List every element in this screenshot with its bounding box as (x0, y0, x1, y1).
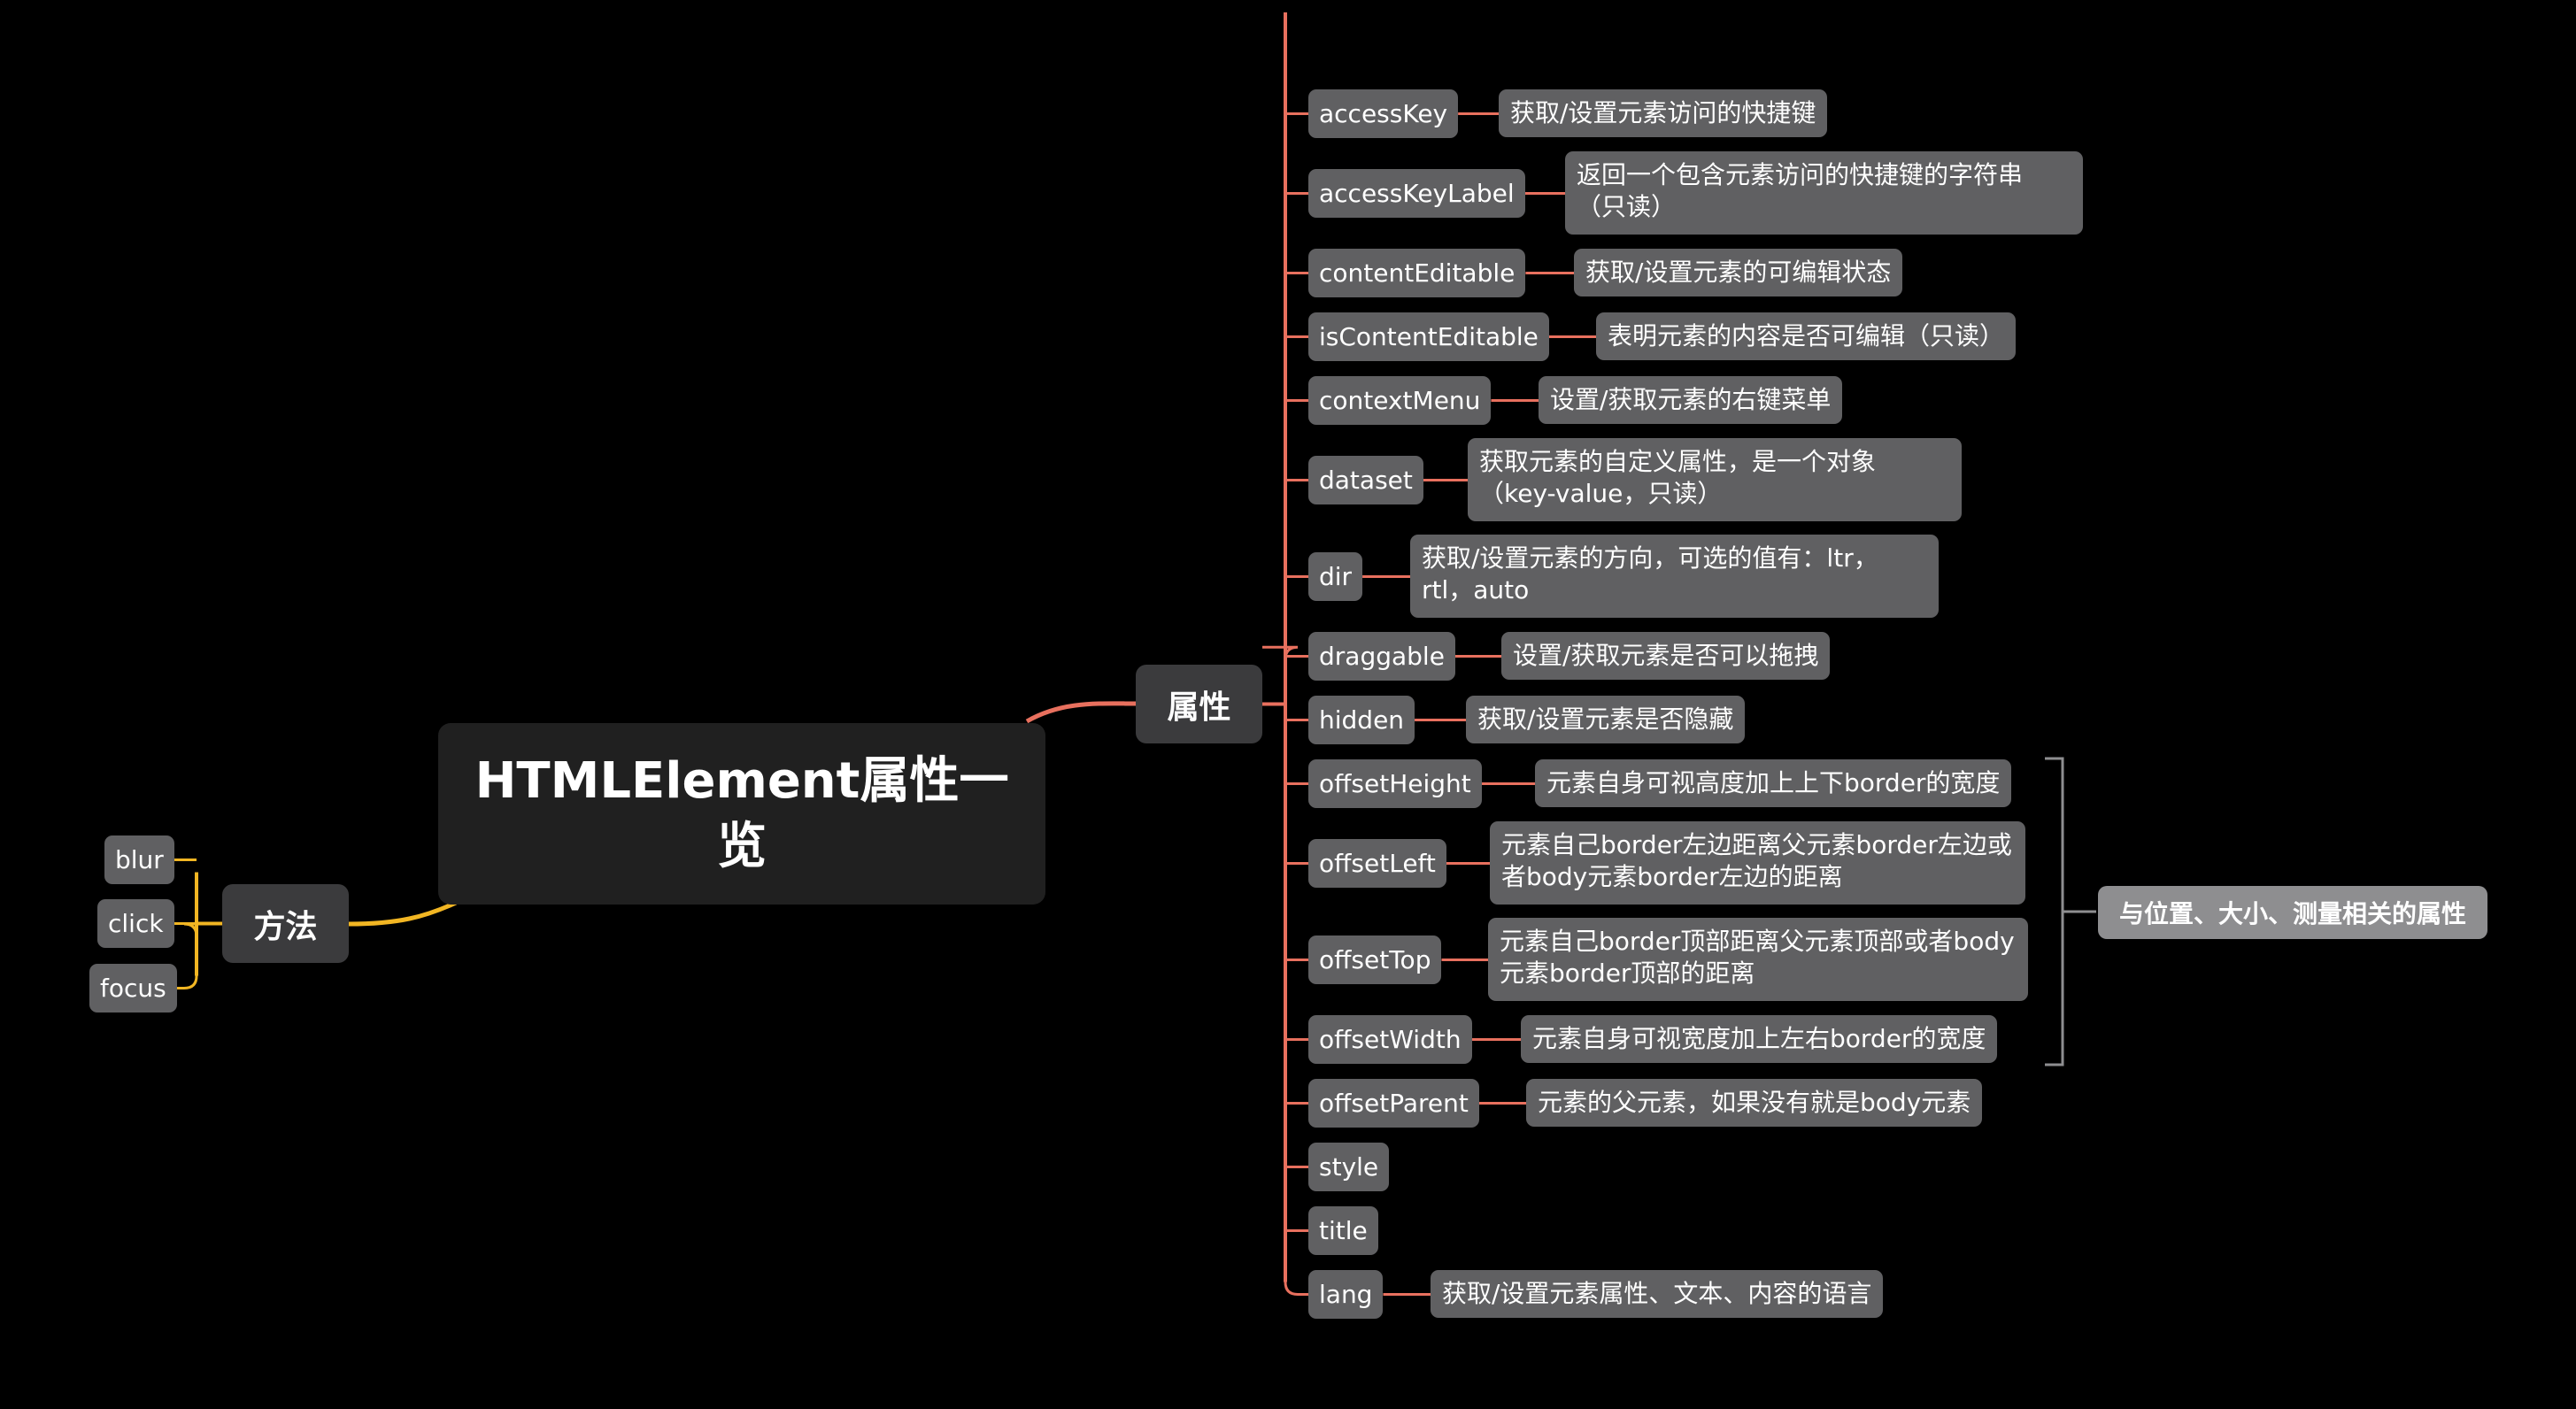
desc-contextmenu[interactable]: 设置/获取元素的右键菜单 (1539, 376, 1843, 424)
desc-dir[interactable]: 获取/设置元素的方向，可选的值有：ltr，rtl，auto (1410, 535, 1939, 618)
property-draggable[interactable]: draggable (1308, 632, 1455, 681)
property-dataset[interactable]: dataset (1308, 456, 1423, 504)
property-branch-lines (1262, 12, 1596, 1296)
link-root-methods (348, 900, 458, 927)
property-contextmenu[interactable]: contextMenu (1308, 376, 1492, 425)
desc-accesskeylabel[interactable]: 返回一个包含元素访问的快捷键的字符串（只读） (1565, 151, 2083, 235)
property-style[interactable]: style (1308, 1143, 1390, 1191)
desc-draggable[interactable]: 设置/获取元素是否可以拖拽 (1501, 632, 1831, 680)
property-offsetleft[interactable]: offsetLeft (1308, 839, 1446, 888)
property-contenteditable[interactable]: contentEditable (1308, 249, 1526, 297)
property-title[interactable]: title (1308, 1206, 1378, 1255)
desc-offsetleft[interactable]: 元素自己border左边距离父元素border左边或者body元素border左… (1490, 821, 2025, 905)
property-offsettop[interactable]: offsetTop (1308, 935, 1442, 984)
desc-offsetwidth[interactable]: 元素自身可视宽度加上左右border的宽度 (1521, 1015, 1998, 1063)
link-property-17 (1284, 1282, 1308, 1296)
property-iscontenteditable[interactable]: isContentEditable (1308, 312, 1549, 361)
method-click[interactable]: click (97, 899, 174, 948)
desc-contenteditable[interactable]: 获取/设置元素的可编辑状态 (1574, 249, 1903, 296)
properties-label: 属性 (1167, 689, 1231, 726)
summary-label[interactable]: 与位置、大小、测量相关的属性 (2098, 886, 2487, 939)
root-title: HTMLElement属性一览 (474, 751, 1009, 875)
property-dir[interactable]: dir (1308, 552, 1363, 601)
property-accesskeylabel[interactable]: accessKeyLabel (1308, 169, 1525, 218)
link-root-properties (1025, 701, 1137, 724)
desc-iscontenteditable[interactable]: 表明元素的内容是否可编辑（只读） (1596, 312, 2017, 360)
property-hidden[interactable]: hidden (1308, 696, 1415, 744)
method-focus[interactable]: focus (89, 964, 177, 1012)
property-offsetparent[interactable]: offsetParent (1308, 1079, 1479, 1128)
desc-offsettop[interactable]: 元素自己border顶部距离父元素顶部或者body元素border顶部的距离 (1488, 918, 2028, 1001)
property-offsetwidth[interactable]: offsetWidth (1308, 1015, 1472, 1064)
properties-branch[interactable]: 属性 (1136, 665, 1262, 743)
property-offsetheight[interactable]: offsetHeight (1308, 759, 1482, 808)
property-lang[interactable]: lang (1308, 1270, 1384, 1319)
desc-lang[interactable]: 获取/设置元素属性、文本、内容的语言 (1431, 1270, 1884, 1318)
desc-dataset[interactable]: 获取元素的自定义属性，是一个对象（key-value，只读） (1468, 438, 1962, 521)
summary-bracket (2045, 757, 2096, 1066)
link-property-0 (1262, 645, 1299, 660)
property-accesskey[interactable]: accessKey (1308, 89, 1459, 138)
desc-hidden[interactable]: 获取/设置元素是否隐藏 (1466, 696, 1746, 743)
link-method-0 (183, 922, 222, 937)
link-method-3 (176, 975, 198, 989)
root-topic[interactable]: HTMLElement属性一览 (438, 723, 1045, 905)
method-branch-lines (174, 858, 222, 989)
methods-branch[interactable]: 方法 (222, 884, 349, 963)
methods-label: 方法 (253, 908, 318, 945)
desc-offsetheight[interactable]: 元素自身可视高度加上上下border的宽度 (1535, 759, 2012, 807)
method-blur[interactable]: blur (104, 835, 174, 884)
desc-offsetparent[interactable]: 元素的父元素，如果没有就是body元素 (1526, 1079, 1983, 1127)
desc-accesskey[interactable]: 获取/设置元素访问的快捷键 (1499, 89, 1828, 137)
